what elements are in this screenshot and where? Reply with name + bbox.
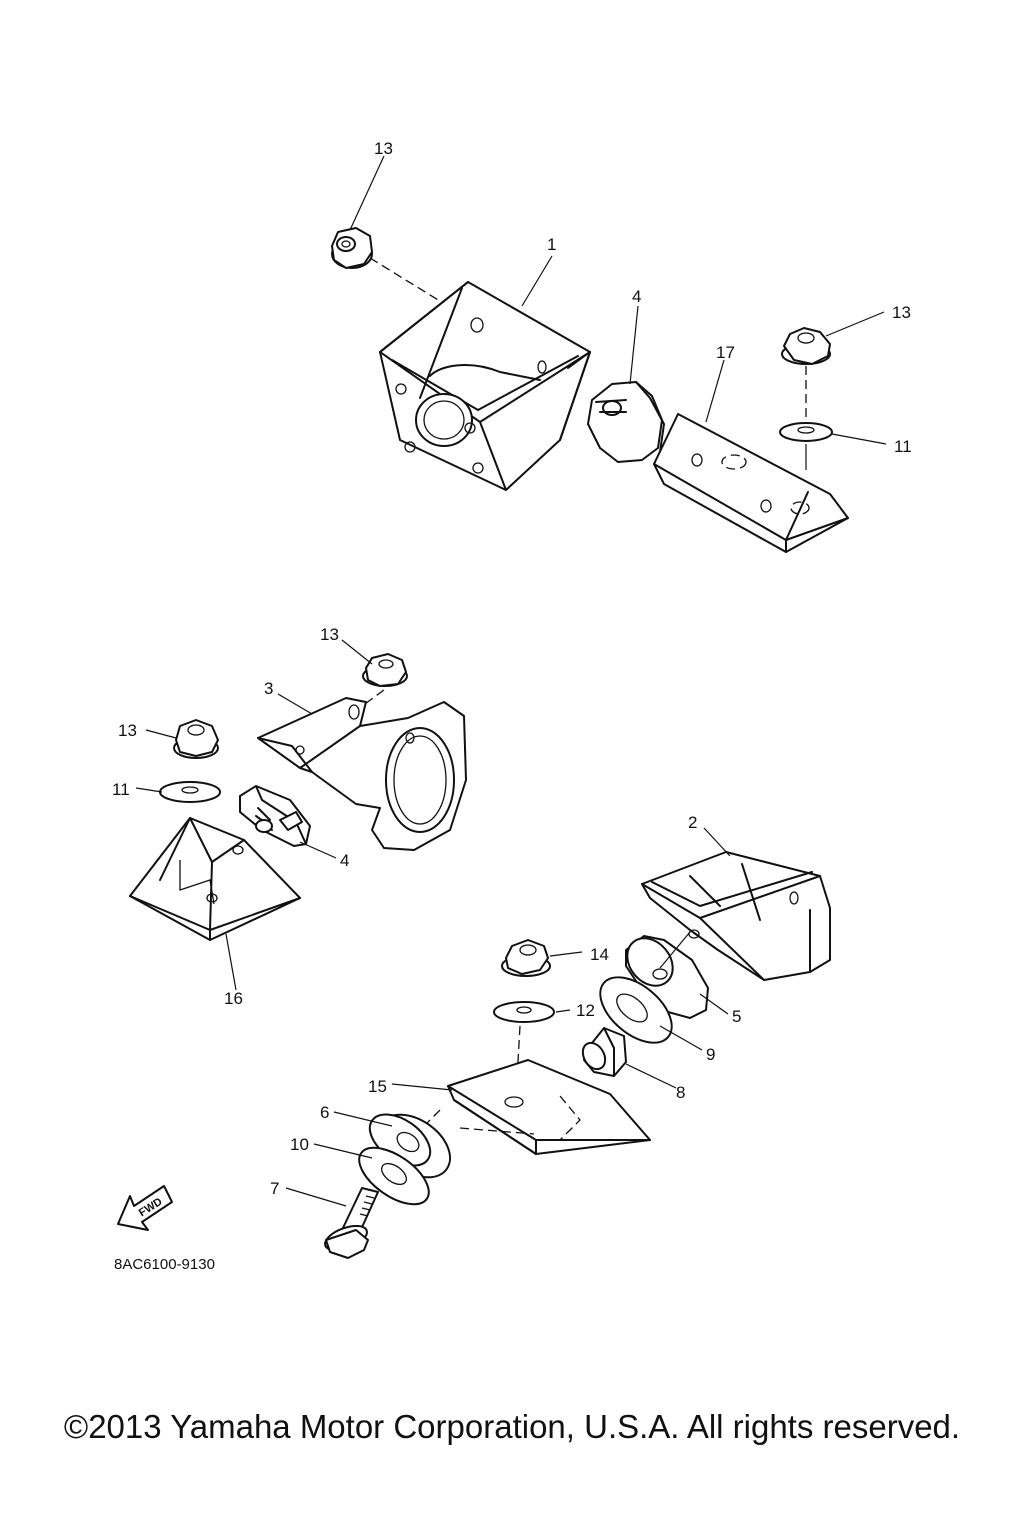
callout-1: 1 [547,235,556,254]
callout-13: 13 [118,721,137,740]
part-13-flange-nut-right [781,327,831,365]
part-4-rubber-mount-middle [239,785,311,847]
callout-3: 3 [264,679,273,698]
part-10-washer [358,1146,430,1206]
callout-12: 12 [576,1001,595,1020]
copyright-notice: ©2013 Yamaha Motor Corporation, U.S.A. A… [63,1408,961,1445]
part-17-bracket [653,413,849,553]
callout-13: 13 [892,303,911,322]
part-13-flange-nut-left [173,719,219,759]
part-4-rubber-mount-top [587,381,665,463]
drawing-code: 8AC6100-9130 [114,1256,215,1273]
callout-10: 10 [290,1135,309,1154]
part-16-base-plate [129,817,301,941]
callout-17: 17 [716,343,735,362]
callout-13: 13 [374,139,393,158]
part-11-washer-right [779,422,833,442]
callout-9: 9 [706,1045,715,1064]
part-11-washer-left [159,781,221,803]
part-15-base-plate [419,1059,651,1155]
part-13-flange-nut-middle [362,653,408,687]
callout-14: 14 [590,945,609,964]
part-12-washer [493,1001,555,1023]
callout-11: 11 [894,437,912,456]
callout-7: 7 [270,1179,279,1198]
callout-11: 11 [112,780,130,799]
part-2-bracket [641,851,831,981]
callout-4: 4 [632,287,641,306]
part-3-bracket [257,697,467,851]
part-7-bolt [324,1187,379,1259]
callouts: 13 1 4 17 13 11 13 3 13 11 4 16 2 14 5 1… [112,139,912,1198]
fwd-arrow-icon: FWD [117,1185,173,1231]
callout-6: 6 [320,1103,329,1122]
callout-4: 4 [340,851,349,870]
callout-8: 8 [676,1083,685,1102]
callout-5: 5 [732,1007,741,1026]
callout-13: 13 [320,625,339,644]
part-13-flange-nut-top [331,227,373,269]
part-14-flange-nut [501,939,551,977]
callout-15: 15 [368,1077,387,1096]
part-1-bracket [379,281,591,491]
callout-2: 2 [688,813,697,832]
part-8-collar [581,1027,627,1077]
leader-lines [135,155,887,1207]
callout-16: 16 [224,989,243,1008]
part-9-washer [599,976,673,1044]
